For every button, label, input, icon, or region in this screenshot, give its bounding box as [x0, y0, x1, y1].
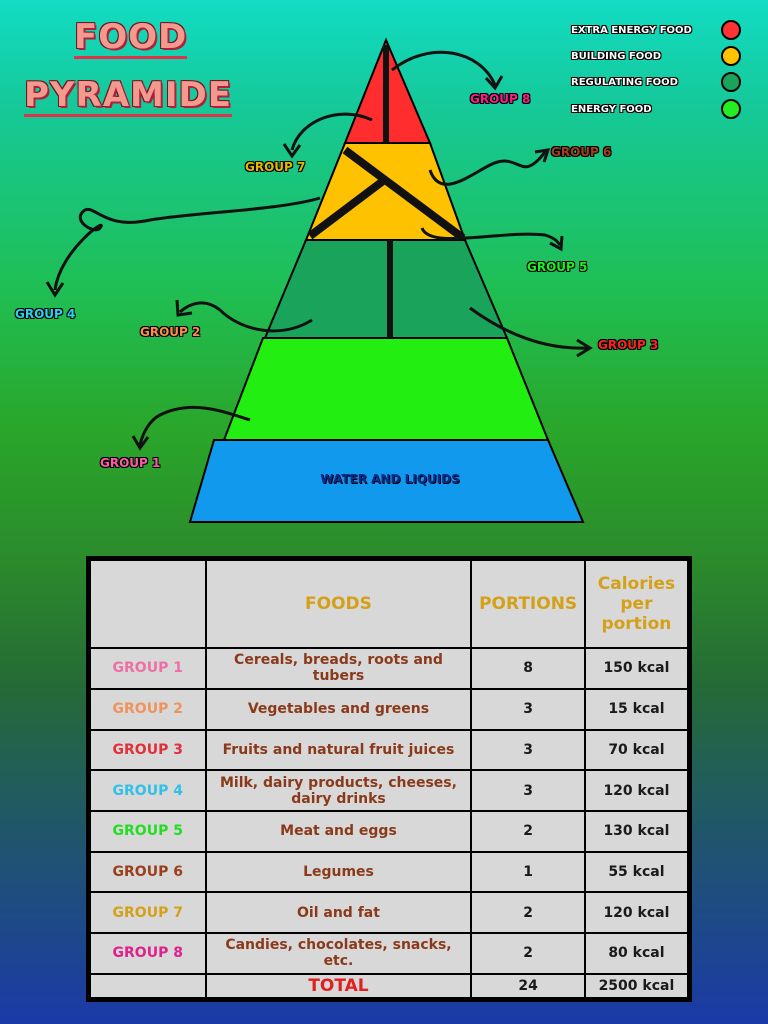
portions-cell: 1	[470, 850, 586, 894]
header-empty	[87, 557, 207, 650]
foods-cell: Vegetables and greens	[204, 687, 473, 731]
legend-dot-yellow	[721, 46, 741, 66]
group-cell: GROUP 1	[87, 647, 207, 690]
arrow-head-2	[175, 299, 193, 317]
water-and-liquids-label: WATER AND LIQUIDS	[320, 472, 460, 486]
header-portions: PORTIONS	[470, 557, 586, 650]
food-table: FOODS PORTIONS Calories per portion GROU…	[86, 556, 692, 1002]
group-cell: GROUP 7	[87, 891, 207, 934]
arrow-group-5	[420, 227, 562, 246]
calories-cell: 80 kcal	[583, 931, 691, 975]
legend-label: ENERGY FOOD	[571, 103, 652, 115]
total-label: TOTAL	[204, 972, 473, 1001]
foods-cell: Milk, dairy products, cheeses, dairy dri…	[204, 769, 473, 812]
group-5-label: GROUP 5	[527, 260, 588, 274]
foods-cell: Candies, chocolates, snacks, etc.	[204, 931, 473, 975]
group-6-label: GROUP 6	[551, 145, 612, 159]
arrow-group-6	[428, 151, 547, 186]
arrow-head-7	[282, 143, 302, 159]
calories-cell: 15 kcal	[583, 687, 691, 731]
group-cell: GROUP 3	[87, 728, 207, 772]
legend-item-energy: ENERGY FOOD	[571, 99, 741, 119]
group-8-label: GROUP 8	[470, 92, 531, 106]
group-cell: GROUP 2	[87, 687, 207, 731]
arrow-head-8	[484, 75, 504, 91]
tier-energy	[222, 337, 550, 441]
arrow-group-1	[138, 405, 251, 446]
arrow-group-3	[469, 306, 589, 350]
food-pyramid	[45, 37, 593, 523]
legend-label: REGULATING FOOD	[571, 76, 678, 88]
calories-cell: 70 kcal	[583, 728, 691, 772]
calories-cell: 130 kcal	[583, 809, 691, 853]
group-arrows	[45, 50, 593, 451]
portions-cell: 2	[470, 809, 586, 853]
portions-cell: 3	[470, 728, 586, 772]
calories-cell: 150 kcal	[583, 647, 691, 690]
divider-diag-1	[342, 146, 466, 242]
total-calories: 2500 kcal	[583, 972, 691, 1001]
arrow-head-1	[131, 435, 150, 451]
title-line-2: PYRAMIDE	[24, 75, 232, 117]
group-cell: GROUP 6	[87, 850, 207, 894]
portions-cell: 8	[470, 647, 586, 690]
foods-cell: Oil and fat	[204, 891, 473, 934]
arrow-group-4	[53, 196, 321, 291]
title-line-1: FOOD	[74, 17, 188, 59]
legend-item-building: BUILDING FOOD	[571, 46, 741, 66]
legend-dot-red	[721, 20, 741, 40]
total-empty-cell	[87, 972, 207, 1001]
arrow-group-8	[391, 50, 497, 86]
table-header-row: FOODS PORTIONS Calories per portion	[87, 557, 691, 650]
foods-cell: Legumes	[204, 850, 473, 894]
arrow-group-7	[290, 112, 373, 151]
calories-cell: 120 kcal	[583, 891, 691, 934]
calories-cell: 55 kcal	[583, 850, 691, 894]
table-total-row: TOTAL 24 2500 kcal	[87, 972, 691, 1001]
arrow-head-5	[549, 235, 564, 252]
legend-dot-green	[721, 99, 741, 119]
portions-cell: 2	[470, 891, 586, 934]
group-3-label: GROUP 3	[598, 338, 659, 352]
group-2-label: GROUP 2	[140, 325, 201, 339]
foods-cell: Meat and eggs	[204, 809, 473, 853]
arrow-head-4	[45, 281, 65, 298]
divider-diag-2	[307, 177, 386, 240]
group-cell: GROUP 8	[87, 931, 207, 975]
portions-cell: 2	[470, 931, 586, 975]
foods-cell: Fruits and natural fruit juices	[204, 728, 473, 772]
group-cell: GROUP 4	[87, 769, 207, 812]
group-1-label: GROUP 1	[100, 456, 161, 470]
calories-cell: 120 kcal	[583, 769, 691, 812]
legend-item-regulating: REGULATING FOOD	[571, 72, 741, 92]
group-7-label: GROUP 7	[245, 160, 306, 174]
portions-cell: 3	[470, 769, 586, 812]
header-calories: Calories per portion	[583, 557, 691, 650]
legend-item-extra-energy: EXTRA ENERGY FOOD	[571, 20, 741, 40]
group-4-label: GROUP 4	[15, 307, 76, 321]
legend-label: EXTRA ENERGY FOOD	[571, 24, 692, 36]
legend-dot-dark-green	[721, 72, 741, 92]
foods-cell: Cereals, breads, roots and tubers	[204, 647, 473, 690]
arrow-head-3	[576, 338, 593, 358]
header-foods: FOODS	[204, 557, 473, 650]
tier-regulating	[263, 239, 509, 339]
group-cell: GROUP 5	[87, 809, 207, 853]
arrow-group-2	[178, 301, 313, 333]
total-portions: 24	[470, 972, 586, 1001]
portions-cell: 3	[470, 687, 586, 731]
arrow-head-6	[534, 148, 551, 163]
legend-label: BUILDING FOOD	[571, 50, 662, 62]
